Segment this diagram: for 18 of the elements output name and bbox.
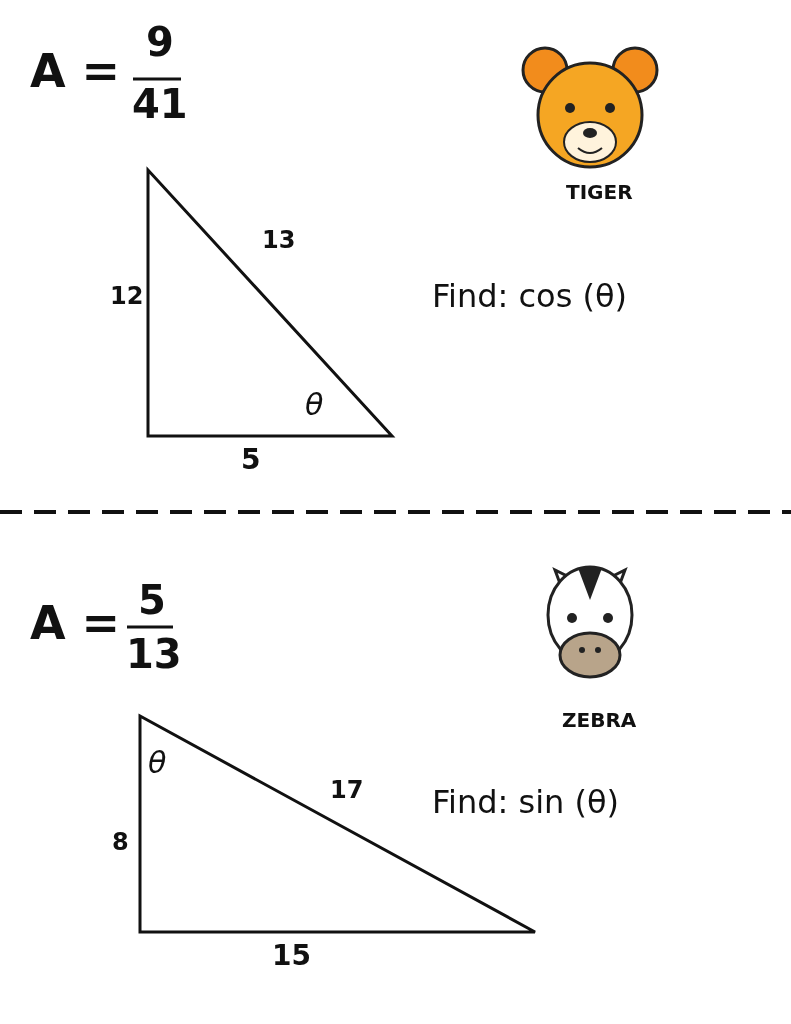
denominator: 13 — [126, 634, 182, 674]
denominator: 41 — [132, 84, 188, 124]
animal-name: ZEBRA — [562, 710, 637, 730]
numerator: 5 — [138, 580, 166, 620]
side-length: 15 — [272, 942, 311, 970]
side-length: 17 — [330, 778, 364, 802]
formula-text: A = — [30, 48, 121, 94]
side-length: 8 — [112, 830, 129, 854]
instruction-text: Find: cos (θ) — [432, 280, 628, 312]
numerator: 9 — [146, 22, 174, 62]
animal-name: TIGER — [566, 182, 633, 202]
instruction-text: Find: sin (θ) — [432, 786, 620, 818]
side-length: 12 — [110, 284, 144, 308]
side-length: 5 — [241, 446, 261, 474]
angle-label: θ — [305, 390, 324, 420]
angle-label: θ — [148, 748, 167, 778]
side-length: 13 — [262, 228, 296, 252]
formula-text: A = — [30, 600, 121, 646]
